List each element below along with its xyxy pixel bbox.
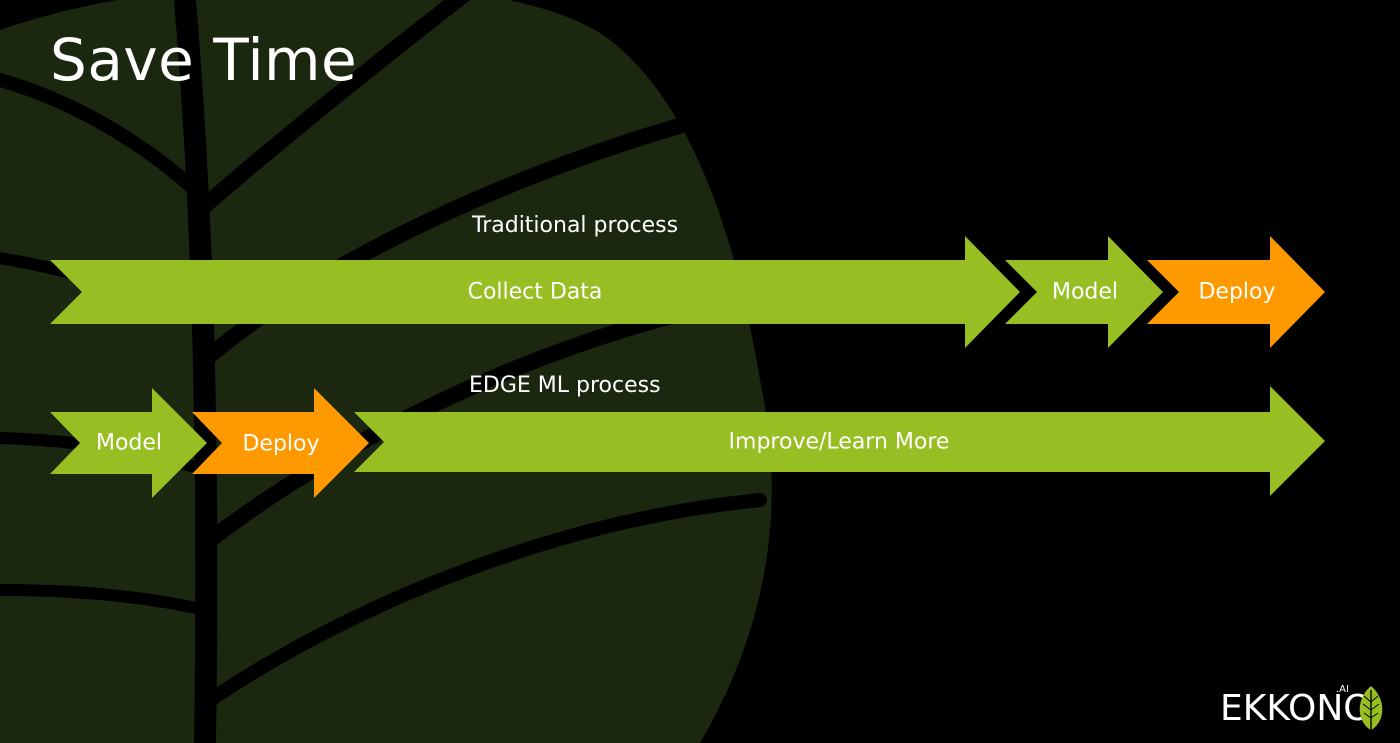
slide-title: Save Time — [50, 26, 358, 94]
edge-deploy-arrow — [192, 388, 369, 498]
deploy-label: Deploy — [1198, 279, 1276, 305]
improve-learn-more-label: Improve/Learn More — [728, 429, 950, 455]
collect-data-label: Collect Data — [467, 279, 603, 305]
edge-model-arrow — [50, 388, 207, 498]
improve-learn-more-arrow — [354, 386, 1325, 496]
model-arrow — [1005, 236, 1163, 348]
edge-ml-process-label: EDGE ML process — [469, 373, 661, 398]
model-label: Model — [1051, 279, 1119, 305]
deploy-arrow — [1147, 236, 1325, 348]
edge-model-label: Model — [95, 430, 163, 456]
logo-ai-suffix: .AI — [1336, 684, 1349, 695]
leaf-icon — [1359, 686, 1383, 734]
collect-data-arrow — [50, 236, 1020, 348]
traditional-process-label: Traditional process — [472, 213, 679, 238]
logo-text: EKKONO — [1220, 688, 1372, 729]
ekkono-logo: EKKONO .AI — [1218, 682, 1393, 734]
edge-deploy-label: Deploy — [242, 431, 320, 457]
